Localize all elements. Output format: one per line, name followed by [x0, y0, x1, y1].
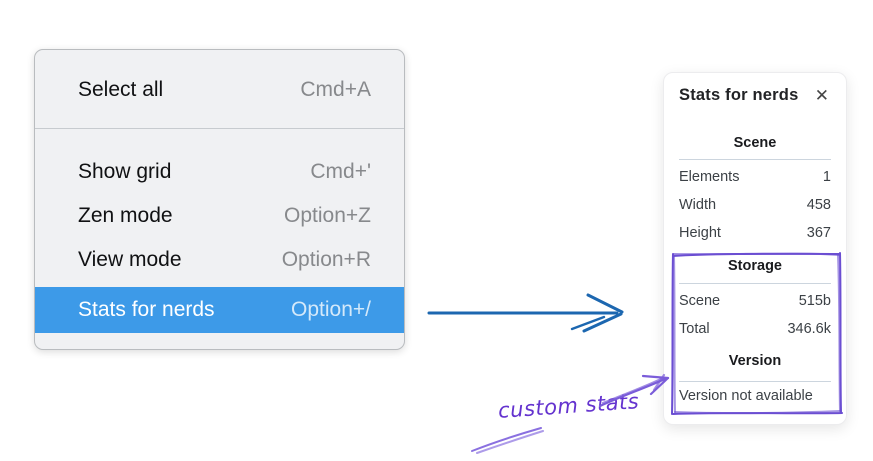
panel-title: Stats for nerds — [679, 85, 799, 104]
version-note: Version not available — [679, 388, 813, 404]
stat-row-elements: Elements 1 — [679, 163, 831, 191]
menu-item-shortcut: Option+/ — [291, 298, 371, 321]
panel-header: Stats for nerds ✕ — [679, 83, 831, 107]
stat-value: 1 — [822, 169, 831, 185]
stat-label: Elements — [679, 169, 740, 185]
stat-label: Height — [679, 225, 721, 241]
annotation-custom-stats: custom stats — [497, 389, 640, 423]
stat-row-height: Height 367 — [679, 219, 831, 247]
section-heading-version: Version — [728, 353, 782, 369]
menu-item-view-mode[interactable]: View mode Option+R — [35, 238, 404, 282]
stat-row-width: Width 458 — [679, 191, 831, 219]
close-icon[interactable]: ✕ — [814, 85, 829, 105]
scene-rows: Elements 1 Width 458 Height 367 — [679, 163, 831, 247]
menu-item-shortcut: Option+Z — [284, 204, 371, 227]
stat-label: Total — [679, 321, 710, 337]
stats-for-nerds-panel: Stats for nerds ✕ Scene Elements 1 Width… — [663, 72, 847, 425]
menu-item-label: Select all — [78, 78, 164, 101]
context-menu: Select all Cmd+A Show grid Cmd+' Zen mod… — [34, 49, 405, 350]
menu-item-label: Zen mode — [78, 204, 173, 227]
section-divider — [679, 283, 831, 284]
menu-item-stats-for-nerds[interactable]: Stats for nerds Option+/ — [35, 287, 404, 333]
menu-item-zen-mode[interactable]: Zen mode Option+Z — [35, 194, 404, 238]
section-divider — [679, 381, 831, 382]
section-heading-scene: Scene — [733, 135, 777, 151]
menu-item-shortcut: Cmd+A — [300, 78, 371, 101]
storage-rows: Scene 515b Total 346.6k — [679, 287, 831, 343]
menu-item-label: View mode — [78, 248, 182, 271]
menu-item-label: Stats for nerds — [78, 298, 215, 321]
stat-value: 458 — [806, 197, 831, 213]
section-heading-storage: Storage — [728, 258, 782, 274]
menu-item-label: Show grid — [78, 160, 172, 183]
blue-arrow — [427, 293, 624, 333]
section-divider — [679, 159, 831, 160]
stat-value: 515b — [798, 293, 831, 309]
menu-item-shortcut: Cmd+' — [310, 160, 371, 183]
stat-label: Width — [679, 197, 717, 213]
menu-item-show-grid[interactable]: Show grid Cmd+' — [35, 150, 404, 194]
annotation-arrow-tail — [471, 427, 544, 454]
stat-value: 346.6k — [787, 321, 831, 337]
stat-row-total-size: Total 346.6k — [679, 315, 831, 343]
menu-divider — [35, 128, 404, 129]
menu-item-select-all[interactable]: Select all Cmd+A — [35, 68, 404, 112]
stat-value: 367 — [806, 225, 831, 241]
stat-row-scene-size: Scene 515b — [679, 287, 831, 315]
stat-label: Scene — [679, 293, 721, 309]
menu-item-shortcut: Option+R — [281, 248, 371, 271]
